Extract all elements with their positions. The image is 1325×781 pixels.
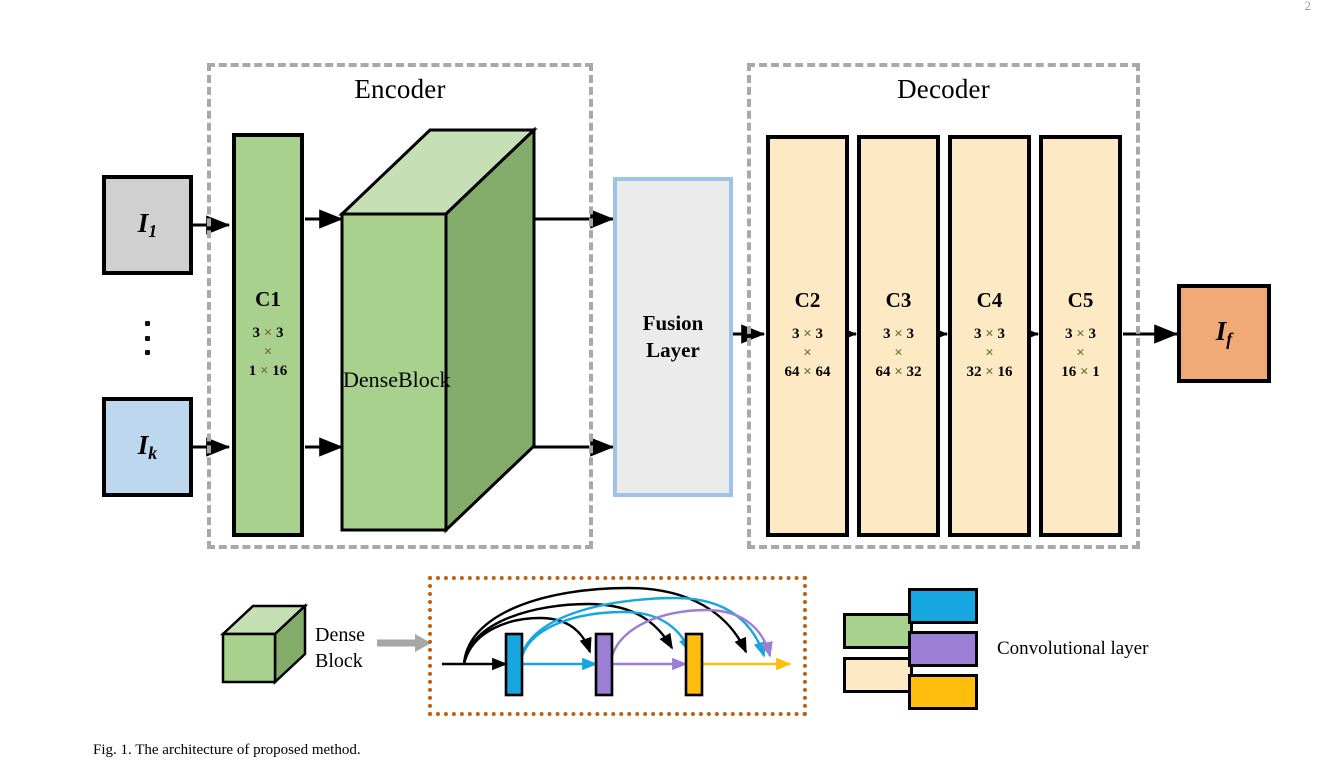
dense-block-connections [442,586,792,697]
spec-line-2: × [263,343,273,360]
spec-line-3: 1 × 16 [248,363,288,380]
dense-expand-arrow-icon [377,634,431,652]
decoder-conv-c3-name: C3 [885,287,912,312]
input-image-k-label: Ik [137,429,158,463]
encoder-conv-c1[interactable]: C1 3 × 3 × 1 × 16 [232,133,304,537]
encoder-conv-c1-spec: 3 × 3 × 1 × 16 [249,324,288,382]
decoder-conv-c4-spec: 3 × 3 × 32 × 16 [966,325,1012,383]
decoder-conv-c2[interactable]: C2 3 × 3 × 64 × 64 [766,135,849,537]
decoder-title: Decoder [897,74,990,104]
decoder-group [747,63,1140,549]
encoder-group [207,63,593,549]
spec-line-3: 64 × 64 [784,364,831,381]
spec-line-1: 3 × 3 [791,325,824,342]
dense-block-mini-cube [220,603,309,685]
spec-line-1: 3 × 3 [973,325,1006,342]
legend-swatch-blue [908,588,978,624]
decoder-conv-c2-name: C2 [794,287,821,312]
dense-block-detail-panel [428,576,807,716]
spec-line-1: 3 × 3 [1064,325,1097,342]
input-image-1[interactable]: I1 [102,175,193,275]
fusion-line-1: Fusion [642,311,704,336]
spec-line-2: × [803,344,812,361]
dense-conv-layer-2 [594,632,614,697]
decoder-conv-c3-spec: 3 × 3 × 64 × 32 [875,325,921,383]
spec-line-3: 16 × 1 [1061,364,1100,381]
decoder-conv-c2-spec: 3 × 3 × 64 × 64 [784,325,830,383]
fused-output-image-label: If [1215,316,1233,350]
spec-line-3: 32 × 16 [966,364,1013,381]
decoder-conv-c3[interactable]: C3 3 × 3 × 64 × 32 [857,135,940,537]
vertical-ellipsis [144,321,150,355]
dense-caption-line-1: Dense [315,624,365,646]
legend-swatch-purple [908,631,978,667]
legend-swatch-yellow [908,674,978,710]
legend-swatch-cream [843,657,913,693]
decoder-conv-c4[interactable]: C4 3 × 3 × 32 × 16 [948,135,1031,537]
decoder-conv-c5[interactable]: C5 3 × 3 × 16 × 1 [1039,135,1122,537]
figure-caption: Fig. 1. The architecture of proposed met… [93,742,361,758]
spec-line-2: × [985,344,994,361]
page-number: 2 [1304,0,1312,13]
input-image-1-label: I1 [137,207,158,241]
dense-caption-line-2: Block [315,650,363,672]
encoder-title: Encoder [354,74,446,104]
dense-block-mini-caption: Dense Block [315,622,365,674]
fusion-layer-label: Fusion Layer [643,310,704,364]
encoder-conv-c1-name: C1 [255,286,281,311]
denseblock-label: DenseBlock [343,367,451,392]
decoder-conv-c4-name: C4 [976,287,1003,312]
spec-line-2: × [894,344,903,361]
denseblock-cube[interactable] [338,126,538,540]
spec-line-2: × [1076,344,1085,361]
legend-label: Convolutional layer [997,638,1149,659]
fusion-layer[interactable]: Fusion Layer [613,177,733,497]
dense-conv-layer-1 [504,632,524,697]
decoder-conv-c5-name: C5 [1067,287,1094,312]
legend-swatch-green [843,613,913,649]
dense-conv-layer-3 [684,632,704,697]
fusion-line-2: Layer [646,338,700,362]
decoder-conv-c5-spec: 3 × 3 × 16 × 1 [1061,325,1100,383]
spec-line-1: 3 × 3 [882,325,915,342]
input-image-k[interactable]: Ik [102,397,193,497]
fused-output-image[interactable]: If [1177,284,1271,383]
spec-line-1: 3 × 3 [252,324,284,341]
spec-line-3: 64 × 32 [875,364,922,381]
